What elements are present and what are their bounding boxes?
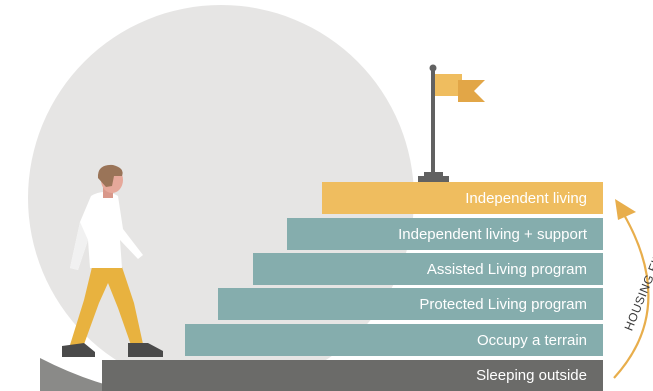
curved-arrow-icon (613, 199, 650, 379)
person-walking-icon (62, 164, 163, 357)
step-label: Sleeping outside (476, 367, 587, 384)
ground-shadow (40, 358, 300, 391)
step-label: Independent living (465, 189, 587, 207)
step-protected-living: Protected Living program (218, 288, 603, 320)
step-occupy-terrain: Occupy a terrain (185, 324, 603, 356)
step-assisted-living: Assisted Living program (253, 253, 603, 285)
step-label: Assisted Living program (426, 260, 587, 278)
step-sleeping-outside: Sleeping outside (102, 360, 603, 391)
step-label: Occupy a terrain (476, 331, 587, 349)
step-label: Protected Living program (419, 295, 587, 313)
step-independent-living: Independent living (322, 182, 603, 214)
flag-icon (418, 64, 485, 182)
step-independent-living-support: Independent living + support (287, 218, 603, 250)
step-label: Independent living + support (398, 225, 587, 243)
